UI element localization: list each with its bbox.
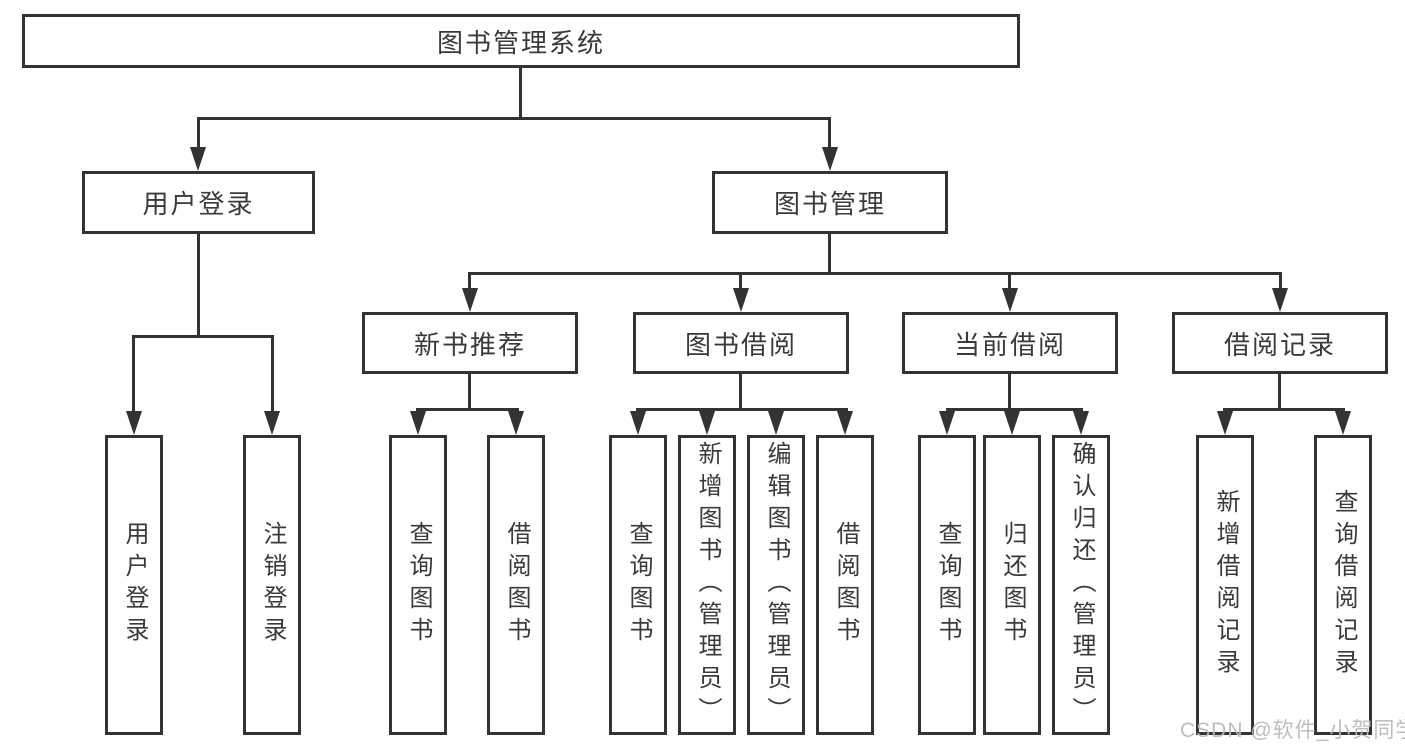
node-root-label: 图书管理系统 <box>436 27 605 58</box>
connector-book-management-bar <box>468 272 1282 275</box>
arrowhead-leaf-9 <box>939 411 955 435</box>
leaf-logout: 注销登录 <box>243 435 301 735</box>
arrowhead-current-borrow <box>1002 288 1018 312</box>
node-borrowing-records-label: 借阅记录 <box>1223 329 1336 360</box>
leaf-borrow-books-2: 借阅图书 <box>816 435 874 735</box>
connector-root-bar <box>197 117 831 120</box>
node-borrowing-records: 借阅记录 <box>1172 312 1388 374</box>
arrowhead-leaf-5 <box>630 411 646 435</box>
leaf-query-borrow-record: 查询借阅记录 <box>1314 435 1372 735</box>
connector-current-borrow-bar <box>946 408 1083 411</box>
connector-root-stem <box>519 68 522 117</box>
node-book-management-label: 图书管理 <box>773 189 886 219</box>
connector-book-borrow-stem <box>739 374 742 408</box>
csdn-watermark: CSDN @软件_小贺同学 <box>1180 719 1405 742</box>
arrowhead-leaf-12 <box>1217 411 1233 435</box>
connector-drop-book-management <box>828 117 831 150</box>
leaf-query-books-2: 查询图书 <box>609 435 667 735</box>
arrowhead-leaf-2 <box>264 411 280 435</box>
connector-new-book-stem <box>468 374 471 408</box>
leaf-confirm-return-admin: 确认归还（管理员） <box>1052 435 1110 735</box>
arrowhead-leaf-3 <box>410 411 426 435</box>
node-root: 图书管理系统 <box>22 14 1020 68</box>
leaf-query-books-1-label: 查询图书 <box>405 521 432 649</box>
node-user-login-label: 用户登录 <box>142 189 255 219</box>
connector-borrow-records-stem <box>1278 374 1281 408</box>
connector-drop-leaf-1 <box>132 335 135 413</box>
connector-current-borrow-stem <box>1008 374 1011 408</box>
node-new-book-recommendation: 新书推荐 <box>362 312 578 374</box>
leaf-borrow-books-2-label: 借阅图书 <box>832 521 859 649</box>
arrowhead-book-borrow <box>733 288 749 312</box>
arrowhead-leaf-8 <box>837 411 853 435</box>
leaf-user-login-label: 用户登录 <box>121 521 148 649</box>
leaf-add-borrow-record: 新增借阅记录 <box>1196 435 1254 735</box>
leaf-query-borrow-record-label: 查询借阅记录 <box>1330 489 1357 681</box>
leaf-user-login: 用户登录 <box>105 435 163 735</box>
node-current-borrowing-label: 当前借阅 <box>953 329 1066 360</box>
node-book-borrowing-label: 图书借阅 <box>684 329 797 360</box>
arrowhead-new-book <box>462 288 478 312</box>
leaf-add-borrow-record-label: 新增借阅记录 <box>1212 489 1239 681</box>
connector-book-borrow-bar <box>636 408 848 411</box>
arrowhead-user-login <box>190 147 206 171</box>
node-new-book-recommendation-label: 新书推荐 <box>413 329 526 360</box>
arrowhead-leaf-1 <box>126 411 142 435</box>
connector-new-book-bar <box>416 408 519 411</box>
connector-user-login-bar <box>132 335 274 338</box>
leaf-query-books-3-label: 查询图书 <box>934 521 961 649</box>
leaf-return-books-label: 归还图书 <box>999 521 1026 649</box>
leaf-edit-books-admin: 编辑图书（管理员） <box>747 435 805 735</box>
leaf-logout-label: 注销登录 <box>259 521 286 649</box>
leaf-borrow-books-1-label: 借阅图书 <box>503 521 530 649</box>
connector-drop-borrow-records <box>1279 272 1282 289</box>
arrowhead-book-management <box>822 147 838 171</box>
connector-drop-leaf-2 <box>271 335 274 413</box>
arrowhead-leaf-10 <box>1004 411 1020 435</box>
leaf-query-books-3: 查询图书 <box>918 435 976 735</box>
connector-user-login-stem <box>197 234 200 335</box>
leaf-confirm-return-admin-label: 确认归还（管理员） <box>1068 441 1095 729</box>
arrowhead-leaf-13 <box>1335 411 1351 435</box>
arrowhead-leaf-7 <box>768 411 784 435</box>
connector-drop-user-login <box>197 117 200 150</box>
connector-drop-current-borrow <box>1008 272 1011 289</box>
node-current-borrowing: 当前借阅 <box>902 312 1118 374</box>
leaf-borrow-books-1: 借阅图书 <box>487 435 545 735</box>
arrowhead-leaf-6 <box>699 411 715 435</box>
node-book-management: 图书管理 <box>712 171 948 234</box>
leaf-add-books-admin-label: 新增图书（管理员） <box>694 441 721 729</box>
connector-drop-book-borrow <box>739 272 742 289</box>
arrowhead-borrow-records <box>1272 288 1288 312</box>
leaf-add-books-admin: 新增图书（管理员） <box>678 435 736 735</box>
connector-drop-new-book <box>468 272 471 289</box>
connector-borrow-records-bar <box>1223 408 1345 411</box>
leaf-query-books-2-label: 查询图书 <box>625 521 652 649</box>
node-book-borrowing: 图书借阅 <box>633 312 849 374</box>
leaf-query-books-1: 查询图书 <box>389 435 447 735</box>
arrowhead-leaf-4 <box>508 411 524 435</box>
leaf-edit-books-admin-label: 编辑图书（管理员） <box>763 441 790 729</box>
connector-book-management-stem <box>828 234 831 272</box>
node-user-login: 用户登录 <box>82 171 315 234</box>
leaf-return-books: 归还图书 <box>983 435 1041 735</box>
arrowhead-leaf-11 <box>1073 411 1089 435</box>
